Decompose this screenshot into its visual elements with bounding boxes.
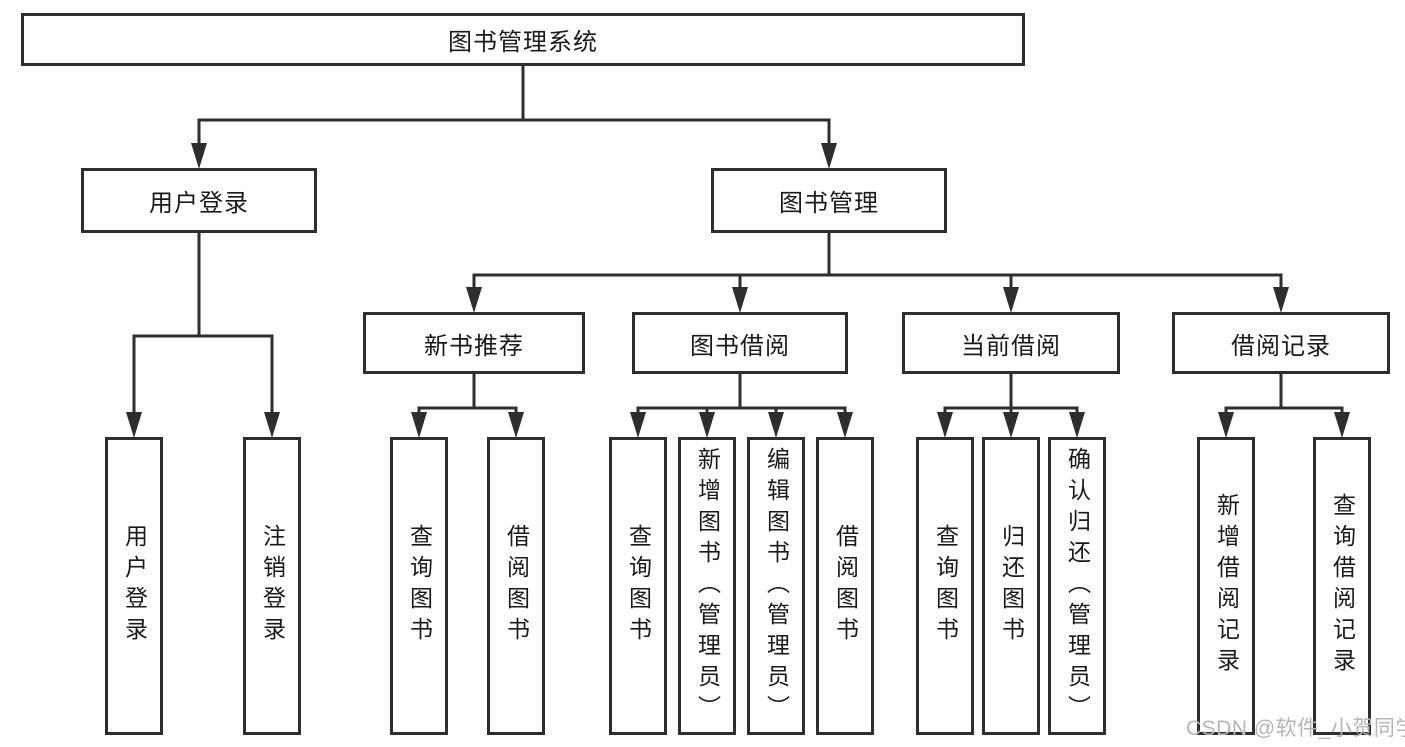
node-rec-query: 查询图书 xyxy=(390,437,448,735)
node-recs-add: 新增借阅记录 xyxy=(1197,437,1255,735)
node-records: 借阅记录 xyxy=(1172,312,1390,374)
node-cur-query: 查询图书 xyxy=(916,437,974,735)
node-login: 用户登录 xyxy=(81,168,317,233)
watermark: CSDN @软件_小贺同学 xyxy=(1186,717,1405,740)
node-recs-query: 查询借阅记录 xyxy=(1313,437,1371,735)
node-current: 当前借阅 xyxy=(902,312,1120,374)
node-bor-add: 新增图书（管理员） xyxy=(678,437,736,735)
node-cur-return: 归还图书 xyxy=(982,437,1040,735)
node-borrow: 图书借阅 xyxy=(632,312,848,374)
node-cur-confirm: 确认归还（管理员） xyxy=(1048,437,1106,735)
node-bor-edit: 编辑图书（管理员） xyxy=(747,437,805,735)
node-bor-query: 查询图书 xyxy=(609,437,667,735)
node-rec-borrow: 借阅图书 xyxy=(487,437,545,735)
node-mgmt: 图书管理 xyxy=(711,168,947,233)
node-root: 图书管理系统 xyxy=(21,13,1025,66)
node-user-login: 用户登录 xyxy=(105,437,163,735)
node-rec: 新书推荐 xyxy=(363,312,585,374)
node-user-logout: 注销登录 xyxy=(243,437,301,735)
node-bor-borrow: 借阅图书 xyxy=(816,437,874,735)
